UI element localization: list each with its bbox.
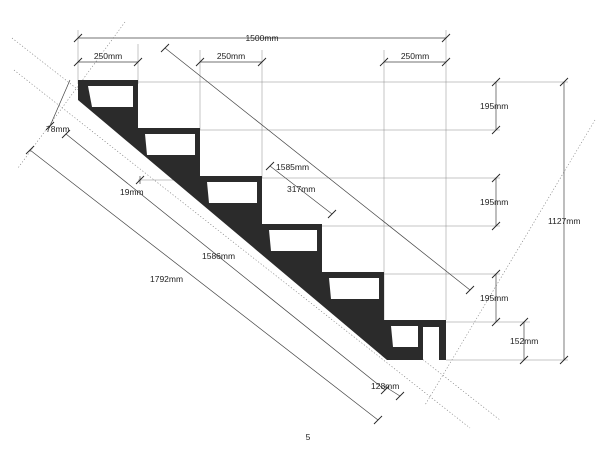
label-plate-thickness: 19mm bbox=[120, 187, 144, 197]
label-diagonal-step: 317mm bbox=[287, 184, 315, 194]
label-top-diagonal: 1585mm bbox=[276, 162, 309, 172]
dimension-labels: 1500mm 250mm 250mm 250mm 195mm 195mm 195… bbox=[46, 33, 580, 391]
vertical-dimensions bbox=[491, 77, 569, 365]
label-overall-width: 1500mm bbox=[245, 33, 278, 43]
label-stringer-thickness: 78mm bbox=[46, 124, 70, 134]
top-dimensions bbox=[73, 33, 451, 67]
diagonal-dimensions bbox=[25, 43, 475, 425]
label-tread-3: 250mm bbox=[401, 51, 429, 61]
extension-lines bbox=[77, 30, 568, 361]
label-riser-2: 195mm bbox=[480, 197, 508, 207]
page-number: 5 bbox=[306, 432, 311, 442]
label-tread-2: 250mm bbox=[217, 51, 245, 61]
label-bottom-offset: 128mm bbox=[371, 381, 399, 391]
label-riser-3: 195mm bbox=[480, 293, 508, 303]
label-overall-height: 1127mm bbox=[548, 216, 580, 226]
step-openings bbox=[88, 86, 418, 347]
label-outer-diagonal: 1792mm bbox=[150, 274, 183, 284]
label-inner-diagonal: 1586mm bbox=[202, 251, 235, 261]
label-bottom-riser: 152mm bbox=[510, 336, 538, 346]
label-riser-1: 195mm bbox=[480, 101, 508, 111]
label-tread-1: 250mm bbox=[94, 51, 122, 61]
